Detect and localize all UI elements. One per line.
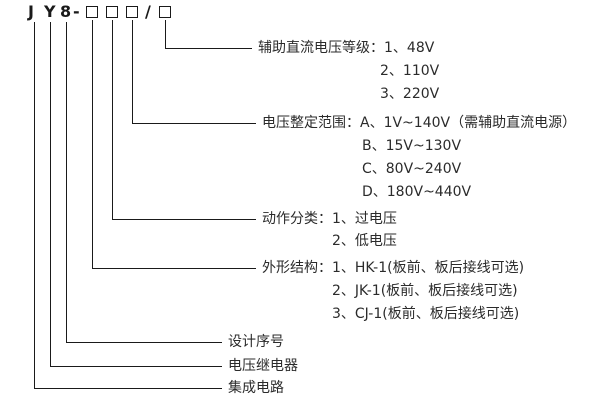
connector-aux-voltage-hline [165, 48, 252, 49]
label-action-category-line2: 2、低电压 [332, 233, 397, 249]
label-design-serial: 设计序号 [228, 334, 284, 350]
code-box-action [106, 6, 118, 18]
connector-action-category-vline [112, 20, 113, 219]
connector-design-serial-vline [66, 22, 67, 342]
label-voltage-range-line1: 电压整定范围：A、1V~140V（需辅助直流电源） [262, 115, 577, 131]
label-integrated-circuit: 集成电路 [228, 380, 284, 396]
label-outline-structure-line2: 2、JK-1(板前、板后接线可选) [332, 283, 518, 299]
label-aux-voltage-line3: 3、220V [380, 86, 440, 102]
connector-voltage-range-vline [132, 20, 133, 123]
label-aux-voltage-line2: 2、110V [380, 63, 440, 79]
connector-integrated-circuit-vline [34, 22, 35, 388]
label-voltage-range-line2: B、15V~130V [362, 138, 462, 154]
connector-voltage-relay-hline [50, 366, 222, 367]
connector-outline-structure-vline [92, 20, 93, 268]
code-box-range [126, 6, 138, 18]
code-char-slash: / [145, 2, 151, 21]
label-action-category-line1: 动作分类：1、过电压 [262, 211, 397, 227]
label-voltage-range-line3: C、80V~240V [362, 161, 462, 177]
connector-aux-voltage-vline [165, 20, 166, 48]
connector-outline-structure-hline [92, 268, 256, 269]
code-char-8: 8 [60, 2, 72, 21]
code-char-j: J [28, 2, 34, 21]
label-outline-structure-line1: 外形结构：1、HK-1(板前、板后接线可选) [262, 260, 525, 276]
label-outline-structure-line3: 3、CJ-1(板前、板后接线可选) [332, 306, 520, 322]
label-voltage-range-line4: D、180V~440V [362, 184, 472, 200]
code-char-dash: - [73, 2, 80, 21]
connector-action-category-hline [112, 219, 256, 220]
code-box-aux-voltage [159, 6, 171, 18]
connector-integrated-circuit-hline [34, 388, 222, 389]
connector-voltage-relay-vline [50, 22, 51, 366]
connector-design-serial-hline [66, 342, 222, 343]
code-char-y: Y [44, 2, 56, 21]
label-aux-voltage-line1: 辅助直流电压等级：1、48V [258, 40, 435, 56]
code-box-structure [86, 6, 98, 18]
connector-voltage-range-hline [132, 123, 256, 124]
label-voltage-relay: 电压继电器 [228, 358, 298, 374]
